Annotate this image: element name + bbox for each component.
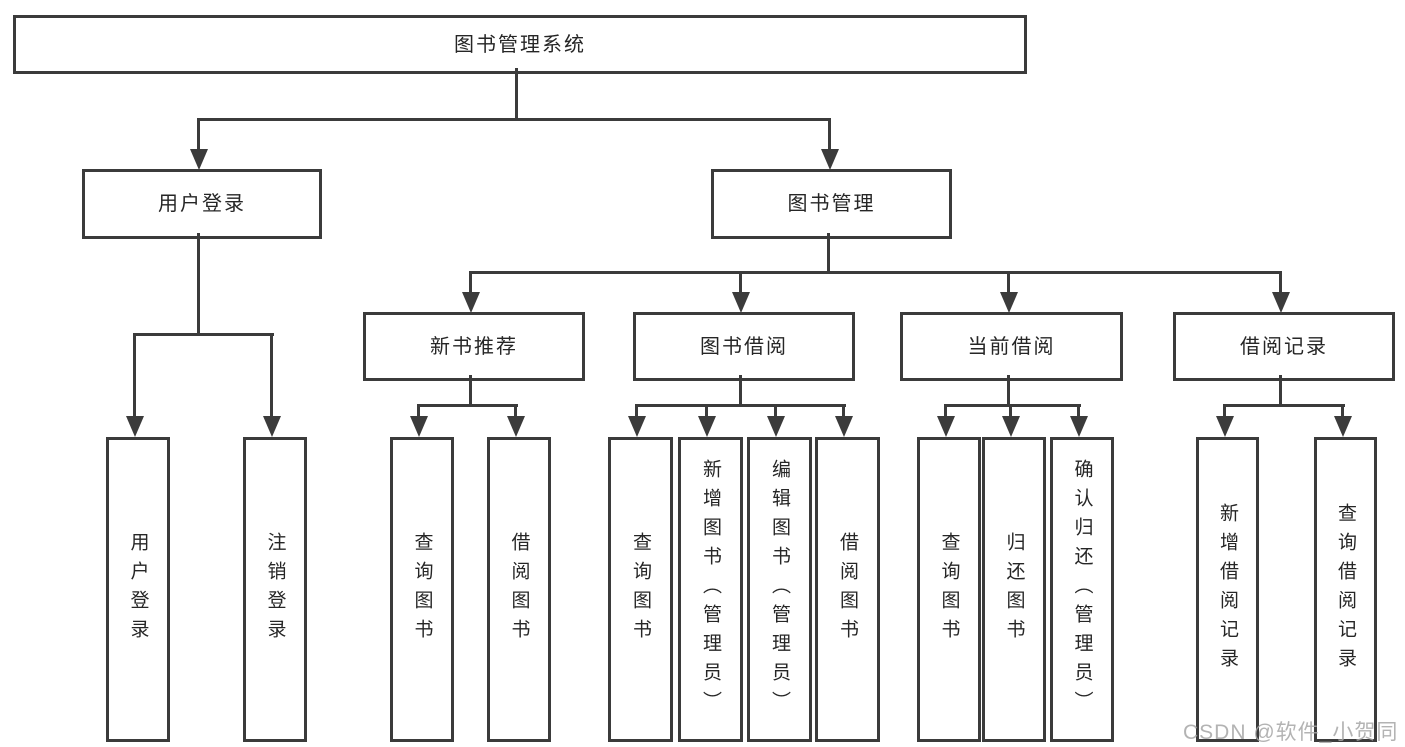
arrowhead-down-icon bbox=[1000, 292, 1018, 313]
connector-stub bbox=[133, 333, 136, 417]
connector-stub bbox=[469, 271, 472, 295]
node-book-management: 图书管理 bbox=[711, 169, 952, 239]
connector-stub bbox=[842, 404, 845, 418]
arrowhead-down-icon bbox=[1070, 416, 1088, 437]
connector-stub bbox=[1223, 404, 1226, 418]
node-confirm-return-admin-label: 确认归还（管理员） bbox=[1071, 459, 1093, 720]
connector-stub bbox=[944, 404, 947, 418]
connector-stub bbox=[635, 404, 638, 418]
node-user-login-group: 用户登录 bbox=[82, 169, 322, 239]
node-borrow-books: 借阅图书 bbox=[815, 437, 880, 742]
connector-root-vertical bbox=[515, 68, 518, 120]
node-confirm-return-admin: 确认归还（管理员） bbox=[1050, 437, 1114, 742]
node-edit-book-admin: 编辑图书（管理员） bbox=[747, 437, 812, 742]
node-borrow-search-books: 查询图书 bbox=[608, 437, 673, 742]
node-user-login: 用户登录 bbox=[106, 437, 170, 742]
node-recommend-borrow-books: 借阅图书 bbox=[487, 437, 551, 742]
node-user-login-label: 用户登录 bbox=[127, 531, 149, 648]
node-borrow-records-label: 借阅记录 bbox=[1240, 335, 1328, 358]
connector-current-horizontal bbox=[944, 404, 1081, 407]
connector-stub bbox=[514, 404, 517, 418]
connector-mgmt-vertical bbox=[827, 233, 830, 274]
arrowhead-down-icon bbox=[190, 149, 208, 170]
watermark: CSDN @软件_小贺同学 bbox=[1183, 721, 1399, 744]
connector-root-horizontal bbox=[197, 118, 831, 121]
node-return-book: 归还图书 bbox=[982, 437, 1046, 742]
node-recommend-search-books-label: 查询图书 bbox=[411, 531, 433, 648]
connector-borrow-vertical bbox=[739, 375, 742, 407]
connector-borrow-horizontal bbox=[635, 404, 846, 407]
node-add-borrow-record: 新增借阅记录 bbox=[1196, 437, 1259, 742]
arrowhead-down-icon bbox=[462, 292, 480, 313]
node-logout-label: 注销登录 bbox=[264, 531, 286, 648]
connector-stub bbox=[1341, 404, 1344, 418]
arrowhead-down-icon bbox=[821, 149, 839, 170]
connector-records-horizontal bbox=[1223, 404, 1345, 407]
node-borrow-search-books-label: 查询图书 bbox=[630, 531, 651, 648]
node-current-borrow-label: 当前借阅 bbox=[967, 335, 1056, 358]
node-new-book-recommend: 新书推荐 bbox=[363, 312, 585, 381]
node-logout: 注销登录 bbox=[243, 437, 307, 742]
arrowhead-down-icon bbox=[698, 416, 716, 437]
arrowhead-down-icon bbox=[263, 416, 281, 437]
connector-stub bbox=[1007, 271, 1010, 295]
arrowhead-down-icon bbox=[410, 416, 428, 437]
arrowhead-down-icon bbox=[628, 416, 646, 437]
connector-stub bbox=[828, 118, 831, 150]
arrowhead-down-icon bbox=[1334, 416, 1352, 437]
connector-stub bbox=[1077, 404, 1080, 418]
node-current-search-books: 查询图书 bbox=[917, 437, 981, 742]
connector-stub bbox=[197, 118, 200, 150]
connector-recommend-horizontal bbox=[417, 404, 518, 407]
node-library-system: 图书管理系统 bbox=[13, 15, 1027, 74]
node-edit-book-admin-label: 编辑图书（管理员） bbox=[769, 459, 790, 720]
node-borrow-books-label: 借阅图书 bbox=[837, 531, 858, 648]
node-recommend-search-books: 查询图书 bbox=[390, 437, 454, 742]
connector-stub bbox=[739, 271, 742, 295]
arrowhead-down-icon bbox=[732, 292, 750, 313]
node-current-search-books-label: 查询图书 bbox=[938, 531, 960, 648]
node-book-management-label: 图书管理 bbox=[787, 193, 876, 215]
arrowhead-down-icon bbox=[1272, 292, 1290, 313]
connector-login-vertical bbox=[197, 233, 200, 335]
connector-stub bbox=[417, 404, 420, 418]
connector-stub bbox=[705, 404, 708, 418]
arrowhead-down-icon bbox=[937, 416, 955, 437]
connector-stub bbox=[1009, 404, 1012, 418]
connector-login-horizontal bbox=[133, 333, 274, 336]
node-book-borrow: 图书借阅 bbox=[633, 312, 855, 381]
arrowhead-down-icon bbox=[1002, 416, 1020, 437]
connector-stub bbox=[774, 404, 777, 418]
node-add-book-admin-label: 新增图书（管理员） bbox=[700, 459, 721, 720]
connector-mgmt-horizontal bbox=[470, 271, 1282, 274]
node-add-book-admin: 新增图书（管理员） bbox=[678, 437, 743, 742]
connector-recommend-vertical bbox=[469, 375, 472, 407]
node-library-system-label: 图书管理系统 bbox=[454, 33, 586, 56]
node-search-borrow-record-label: 查询借阅记录 bbox=[1335, 502, 1356, 677]
node-recommend-borrow-books-label: 借阅图书 bbox=[508, 531, 530, 648]
node-new-book-recommend-label: 新书推荐 bbox=[430, 335, 518, 358]
arrowhead-down-icon bbox=[835, 416, 853, 437]
arrowhead-down-icon bbox=[767, 416, 785, 437]
arrowhead-down-icon bbox=[1216, 416, 1234, 437]
node-add-borrow-record-label: 新增借阅记录 bbox=[1217, 502, 1238, 677]
arrowhead-down-icon bbox=[126, 416, 144, 437]
node-borrow-records: 借阅记录 bbox=[1173, 312, 1395, 381]
node-search-borrow-record: 查询借阅记录 bbox=[1314, 437, 1377, 742]
arrowhead-down-icon bbox=[507, 416, 525, 437]
node-return-book-label: 归还图书 bbox=[1003, 531, 1025, 648]
connector-current-vertical bbox=[1007, 375, 1010, 407]
node-current-borrow: 当前借阅 bbox=[900, 312, 1123, 381]
connector-stub bbox=[1279, 271, 1282, 295]
connector-stub bbox=[270, 333, 273, 417]
node-user-login-group-label: 用户登录 bbox=[158, 193, 246, 215]
node-book-borrow-label: 图书借阅 bbox=[700, 335, 788, 358]
connector-records-vertical bbox=[1279, 375, 1282, 407]
